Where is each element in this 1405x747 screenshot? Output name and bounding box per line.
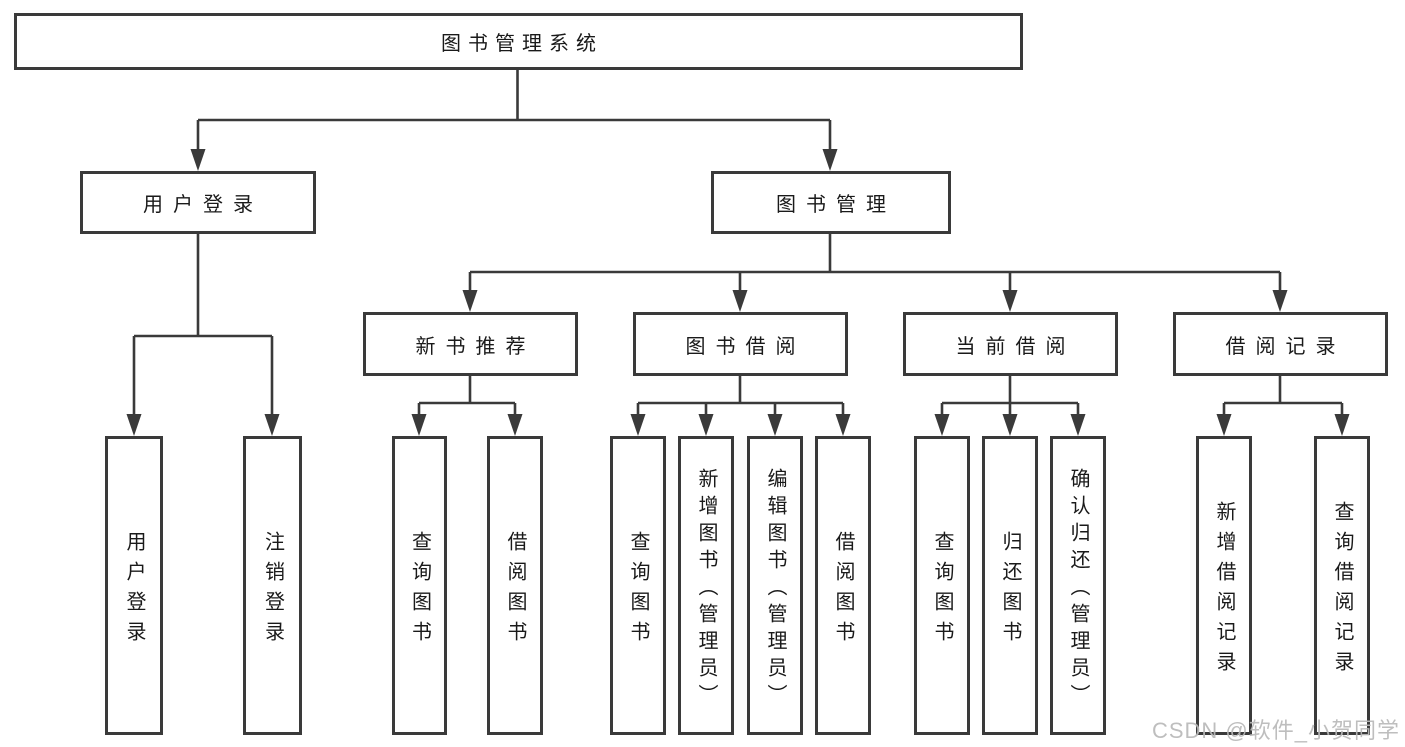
node-query-books-2: 查询图书	[610, 436, 666, 735]
arrowhead	[630, 414, 646, 436]
node-logout-leaf: 注销登录	[243, 436, 302, 735]
arrowhead	[264, 414, 280, 436]
node-label: 新书推荐	[415, 335, 536, 358]
arrowhead	[732, 290, 748, 312]
arrowhead	[507, 414, 523, 436]
node-user-login-leaf: 用户登录	[105, 436, 163, 735]
node-label: 图书借阅	[685, 335, 806, 358]
arrowhead	[1334, 414, 1350, 436]
node-label: 用户登录	[123, 530, 145, 651]
node-borrow-books-1: 借阅图书	[487, 436, 543, 735]
arrowhead	[767, 414, 783, 436]
node-return-books: 归还图书	[982, 436, 1038, 735]
arrowhead	[698, 414, 714, 436]
node-query-borrow-record: 查询借阅记录	[1314, 436, 1370, 735]
node-label: 注销登录	[261, 530, 284, 651]
arrowhead	[411, 414, 427, 436]
node-query-books-3: 查询图书	[914, 436, 970, 735]
arrowhead	[1070, 414, 1086, 436]
arrowhead	[126, 414, 142, 436]
node-edit-book-admin: 编辑图书（管理员）	[747, 436, 803, 735]
node-label: 归还图书	[999, 530, 1021, 651]
node-label: 当前借阅	[955, 335, 1076, 358]
node-label: 查询图书	[627, 530, 649, 651]
arrowhead	[190, 149, 206, 171]
node-label: 确认归还（管理员）	[1067, 467, 1089, 711]
node-add-borrow-record: 新增借阅记录	[1196, 436, 1252, 735]
arrowhead	[934, 414, 950, 436]
node-confirm-return-admin: 确认归还（管理员）	[1050, 436, 1106, 735]
node-label: 查询借阅记录	[1331, 500, 1353, 681]
node-label: 编辑图书（管理员）	[764, 467, 786, 711]
node-book-management: 图书管理	[711, 171, 951, 234]
arrowhead	[1002, 290, 1018, 312]
node-label: 查询图书	[408, 530, 431, 651]
csdn-watermark: CSDN @软件_小贺同学	[1151, 718, 1400, 743]
arrowhead	[462, 290, 478, 312]
node-label: 借阅记录	[1225, 335, 1346, 358]
node-label: 图书管理系统	[441, 33, 603, 55]
node-label: 新增图书（管理员）	[695, 467, 717, 711]
node-borrow-books-2: 借阅图书	[815, 436, 871, 735]
arrowhead	[1272, 290, 1288, 312]
arrowhead	[835, 414, 851, 436]
node-label: 借阅图书	[832, 530, 854, 651]
arrowhead	[822, 149, 838, 171]
node-current-borrowing: 当前借阅	[903, 312, 1118, 376]
node-book-borrowing: 图书借阅	[633, 312, 848, 376]
node-label: 新增借阅记录	[1213, 500, 1235, 681]
node-root: 图书管理系统	[14, 13, 1023, 70]
node-label: 借阅图书	[504, 530, 526, 651]
node-user-login: 用户登录	[80, 171, 316, 234]
node-query-books-1: 查询图书	[392, 436, 447, 735]
node-label: 查询图书	[931, 530, 953, 651]
node-add-book-admin: 新增图书（管理员）	[678, 436, 734, 735]
arrowhead	[1216, 414, 1232, 436]
node-new-book-recommendation: 新书推荐	[363, 312, 578, 376]
node-label: 用户登录	[143, 194, 263, 216]
node-label: 图书管理	[776, 194, 896, 216]
node-borrowing-records: 借阅记录	[1173, 312, 1388, 376]
arrowhead	[1002, 414, 1018, 436]
